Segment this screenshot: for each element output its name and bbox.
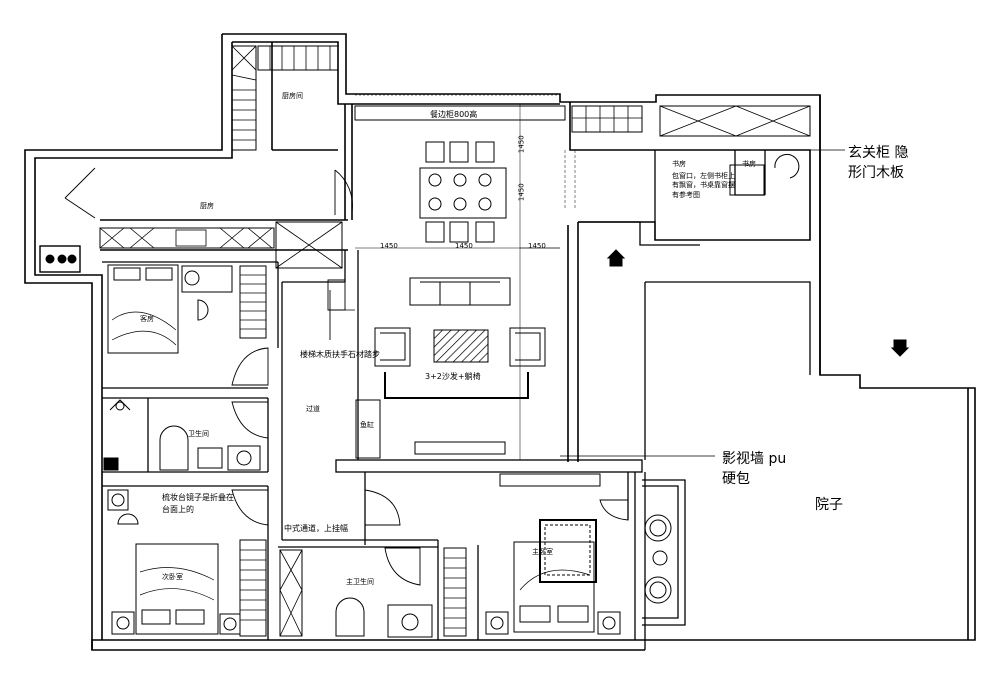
leader-lines: [560, 149, 845, 457]
arrows: [335, 249, 910, 357]
master-bath-label: 主卫生间: [346, 578, 374, 586]
entry-cabinet-line-2: 形门木板: [848, 165, 904, 182]
kitchen-top-label: 厨房间: [282, 92, 303, 100]
dressing-table-note-2: 台面上的: [162, 505, 194, 514]
kitchen-label: 厨房: [200, 202, 214, 210]
guest-bath-label: 卫生间: [188, 430, 209, 438]
study-note-line-1: 包窗口，左侧书柜上: [672, 172, 735, 180]
sideboard-note: 餐边柜800高: [430, 110, 478, 119]
study-note: 包窗口，左侧书柜上 有飘窗，书桌靠窗摆 有参考图: [672, 172, 735, 200]
cabinets: [99, 45, 811, 637]
dimension-1: 1450: [380, 242, 398, 250]
second-bed: [135, 543, 219, 635]
outer-walls: [24, 33, 976, 651]
dining-table: [419, 167, 507, 219]
stair-note: 楼梯木质扶手石材踏步: [300, 350, 380, 359]
yard-label: 院子: [815, 497, 843, 513]
doors: [64, 167, 629, 586]
dimension-2: 1450: [455, 242, 473, 250]
dimension-3: 1450: [528, 242, 546, 250]
study-right-label: 书房: [742, 160, 756, 168]
master-bedroom-label: 主卧室: [532, 548, 553, 556]
tv-wall-note: 影视墙 pu 硬包: [722, 449, 786, 490]
guest-room-label: 客房: [140, 315, 154, 323]
sofa: [409, 277, 511, 306]
master-bed: [513, 541, 595, 633]
entry-cabinet-line-1: 玄关柜 隐: [848, 145, 909, 161]
tv-wall-line-1: 影视墙 pu: [722, 451, 787, 467]
study-left-label: 书房: [672, 160, 686, 168]
second-bedroom-label: 次卧室: [162, 573, 183, 581]
study-note-line-2: 有飘窗，书桌靠窗摆: [672, 181, 735, 190]
dimension-v2: 1450: [517, 183, 526, 202]
fish-tank-label: 鱼缸: [360, 421, 374, 429]
dimension-lines: [355, 94, 576, 460]
chinese-arch-note: 中式通道，上挂幅: [284, 524, 348, 533]
interior-walls: [102, 150, 811, 650]
dressing-table-note: 梳妆台镜子是折叠在: [162, 493, 234, 502]
dimension-v1: 1450: [517, 135, 526, 154]
furniture: [39, 141, 800, 638]
study-note-line-3: 有参考图: [672, 190, 700, 199]
sofa-set-note: 3+2沙发+躺椅: [425, 372, 481, 381]
corridor-label: 过道: [306, 405, 320, 413]
entry-cabinet-note: 玄关柜 隐 形门木板: [848, 143, 908, 184]
tv-wall-line-2: 硬包: [722, 471, 750, 488]
guest-bed: [107, 264, 179, 354]
